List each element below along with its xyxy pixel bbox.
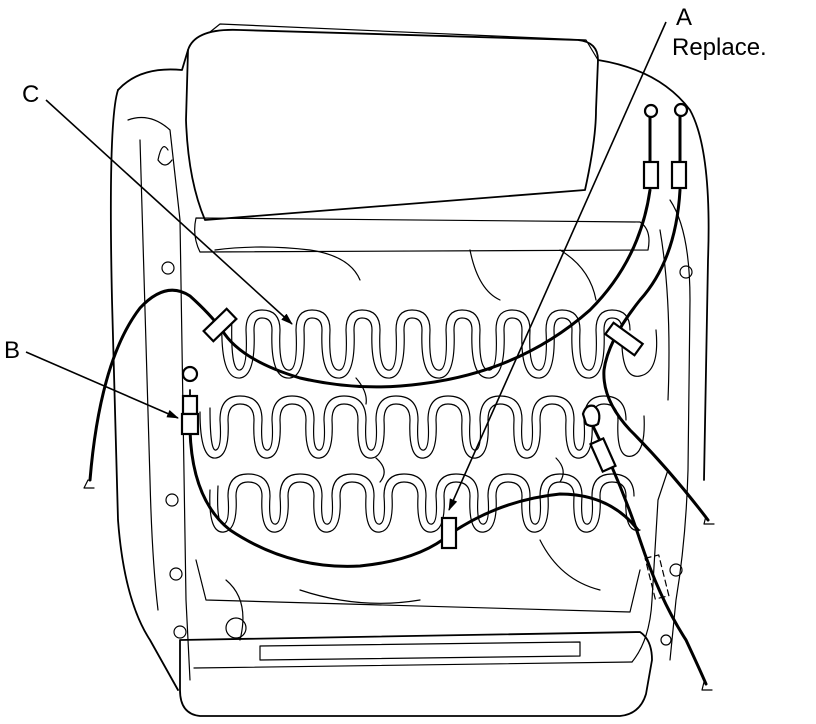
callout-leaders [25, 21, 667, 511]
wire-clip-right [603, 321, 645, 357]
connectors [180, 102, 689, 600]
callout-b-letter: B [4, 337, 20, 364]
connector-upper-left [642, 160, 660, 190]
connector-ring-right-top [673, 102, 689, 118]
callout-c-letter: C [22, 81, 39, 108]
connector-right-mid [589, 436, 617, 474]
connector-upper-right [670, 160, 688, 190]
hidden-connector-dashed [644, 554, 670, 600]
connector-b-top [181, 394, 199, 416]
connector-b-bottom [180, 412, 200, 436]
support-springs [199, 309, 658, 533]
callout-labels: A Replace. B C [4, 4, 767, 364]
connector-a-replace [440, 516, 458, 550]
callout-a-note: Replace. [672, 34, 767, 61]
connector-ring-left-top [643, 103, 659, 119]
leader-b [25, 351, 179, 419]
callout-a-letter: A [676, 4, 692, 31]
wire-clip-left [202, 307, 238, 343]
seat-frame [109, 23, 710, 717]
leader-a [448, 21, 667, 511]
connector-ring-b [181, 365, 199, 383]
connector-ring-right-mid [581, 404, 601, 428]
leader-c [45, 99, 293, 325]
heater-wiring [83, 106, 715, 691]
